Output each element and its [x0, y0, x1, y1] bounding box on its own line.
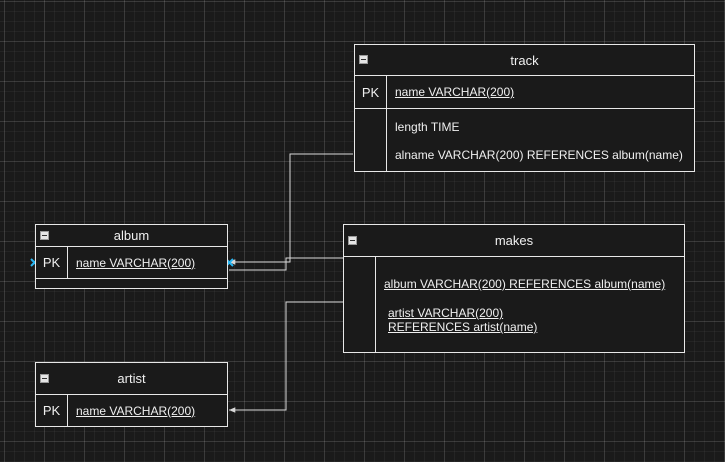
collapse-icon[interactable] [359, 55, 368, 64]
table-album-title: album [113, 228, 150, 243]
table-artist-title: artist [117, 371, 146, 386]
collapse-icon[interactable] [40, 230, 49, 240]
table-artist-pk-row[interactable]: PK name VARCHAR(200) [36, 395, 227, 426]
table-artist[interactable]: artist PK name VARCHAR(200) [35, 362, 228, 427]
table-track-header[interactable]: track [355, 45, 694, 76]
table-track[interactable]: track PK name VARCHAR(200) length TIME a… [354, 44, 695, 172]
table-makes-title: makes [494, 233, 534, 248]
track-pk-field: name VARCHAR(200) [395, 85, 515, 99]
track-field-alname: alname VARCHAR(200) REFERENCES album(nam… [395, 149, 683, 162]
collapse-icon[interactable] [40, 373, 49, 383]
table-makes[interactable]: makes album VARCHAR(200) REFERENCES albu… [343, 224, 685, 353]
key-column [344, 257, 376, 352]
edge-makes-to-album[interactable] [229, 257, 343, 271]
table-artist-header[interactable]: artist [36, 363, 227, 395]
pk-label: PK [36, 395, 68, 426]
edge-track-to-album[interactable] [229, 153, 353, 265]
edge-makes-to-artist[interactable] [229, 301, 343, 413]
table-album[interactable]: album PK name VARCHAR(200) [35, 224, 228, 289]
table-track-field-row[interactable]: length TIME alname VARCHAR(200) REFERENC… [355, 109, 694, 171]
key-column [355, 109, 387, 171]
table-album-pk-row[interactable]: PK name VARCHAR(200) [36, 247, 227, 279]
album-pk-field: name VARCHAR(200) [76, 255, 196, 270]
table-makes-field-row[interactable]: album VARCHAR(200) REFERENCES album(name… [344, 257, 684, 352]
pk-label: PK [36, 247, 68, 278]
table-makes-header[interactable]: makes [344, 225, 684, 257]
pk-label: PK [355, 76, 387, 108]
table-track-pk-row[interactable]: PK name VARCHAR(200) [355, 76, 694, 109]
makes-field-artist: artist VARCHAR(200) [388, 307, 504, 320]
makes-field-album: album VARCHAR(200) REFERENCES album(name… [384, 278, 666, 291]
track-field-length: length TIME [395, 121, 460, 134]
artist-pk-field: name VARCHAR(200) [76, 403, 196, 418]
table-track-title: track [510, 53, 539, 68]
table-album-header[interactable]: album [36, 225, 227, 247]
collapse-icon[interactable] [348, 235, 357, 245]
makes-field-artist-ref: REFERENCES artist(name) [388, 321, 538, 334]
